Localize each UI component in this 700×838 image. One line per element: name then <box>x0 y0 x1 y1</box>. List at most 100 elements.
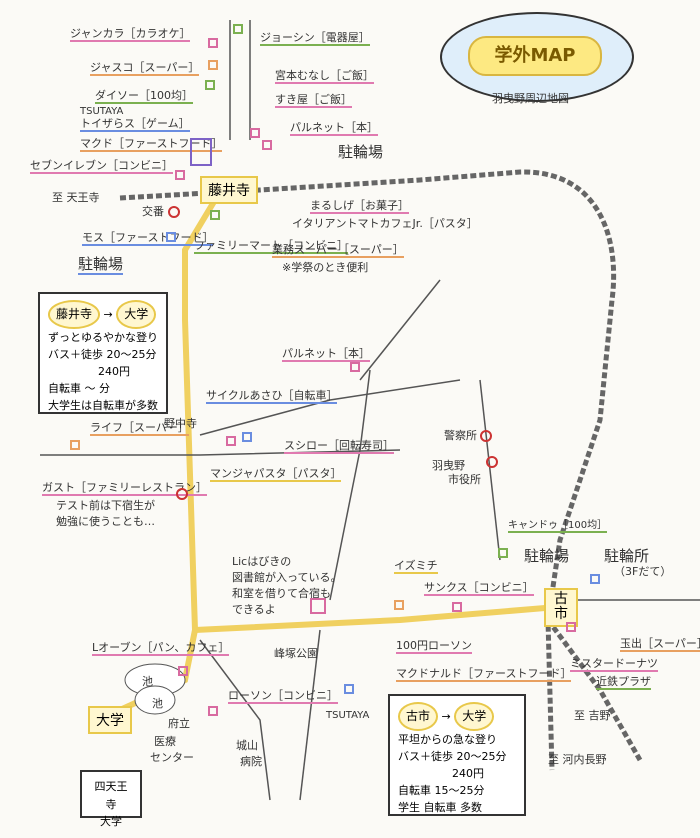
road-7 <box>199 639 271 801</box>
label-to-kawachinagano: 至 河内長野 <box>548 753 607 766</box>
label-tamade: 玉出［スーパー］ <box>620 637 700 653</box>
pin-toysrus[interactable] <box>190 138 212 166</box>
pin-tamade[interactable] <box>566 622 576 632</box>
info-furuichi-line5: 学生 自転車 多数 <box>398 800 482 814</box>
label-miyamoto: 宮本むなし［ご飯］ <box>275 69 374 85</box>
station-fujiidera[interactable]: 藤井寺 <box>200 176 258 204</box>
label-mine-park: 峰塚公園 <box>274 647 318 660</box>
info-fujiidera-line4: 自転車 〜 分 <box>48 381 110 395</box>
label-sushiro: スシロー［回転寿司］ <box>284 439 394 455</box>
pin-sukiya[interactable] <box>250 128 260 138</box>
pin-daiso[interactable] <box>205 80 215 90</box>
label-mcdonald: マクドナルド［ファーストフード］ <box>396 667 572 683</box>
info-fujiidera-line5: 大学生は自転車が多数 <box>48 398 158 412</box>
label-hospital3: センター <box>150 751 194 764</box>
label-candle: キャンドゥ［100均］ <box>508 520 608 533</box>
label-hospital2: 医療 <box>154 735 176 748</box>
info-furuichi-line1: 平坦からの急な登り <box>398 732 497 746</box>
label-jasco: ジャスコ［スーパー］ <box>90 61 200 77</box>
pin-izumichi[interactable] <box>394 600 404 610</box>
label-shiroyama1: 城山 <box>236 739 258 752</box>
cityhall-icon <box>486 456 498 468</box>
pin-familymart[interactable] <box>210 210 220 220</box>
shitennoji-box: 四天王寺 大学 <box>80 770 142 828</box>
label-pond1: 池 <box>142 675 153 688</box>
label-shitennoji2: 大学 <box>100 815 122 829</box>
label-lic4: できるよ <box>232 603 276 616</box>
pin-palnet1[interactable] <box>262 140 272 150</box>
railway-top <box>119 169 617 771</box>
gusto-icon <box>176 488 188 500</box>
label-pond2: 池 <box>152 697 163 710</box>
label-koban: 交番 <box>142 205 164 218</box>
info-fujiidera-to: 大学 <box>116 300 157 329</box>
label-cityhall2: 市役所 <box>448 473 481 486</box>
label-palnet1: パルネット［本］ <box>290 121 378 137</box>
label-marushige: まるしげ［お菓子］ <box>310 199 409 215</box>
info-furuichi-from: 古市 <box>398 702 439 731</box>
label-lawson: ローソン［コンビニ］ <box>228 689 338 705</box>
label-to-yoshino: 至 吉野 <box>574 709 611 722</box>
road-8 <box>359 279 441 381</box>
label-tsutaya2: TSUTAYA <box>326 710 370 721</box>
label-gyomu: 業務スーパー［スーパー］ <box>272 243 404 259</box>
label-parking2: 駐輪場 <box>78 255 124 275</box>
pin-cycle[interactable] <box>242 432 252 442</box>
label-life: ライフ［スーパー］ <box>90 421 189 437</box>
label-shiroyama2: 病院 <box>240 755 262 768</box>
pin-loven[interactable] <box>178 666 188 676</box>
label-gusto-note1: テスト前は下宿生が <box>56 499 155 512</box>
pin-candle[interactable] <box>498 548 508 558</box>
pin-palnet2[interactable] <box>350 362 360 372</box>
pin-joshin[interactable] <box>233 24 243 34</box>
info-box-fujiidera: 藤井寺 → 大学 ずっとゆるやかな登り バス＋徒歩 20〜25分 240円 自転… <box>38 292 168 414</box>
label-parking1: 駐輪場 <box>338 143 384 161</box>
pin-life[interactable] <box>70 440 80 450</box>
info-furuichi-line2: バス＋徒歩 20〜25分 <box>398 749 507 763</box>
university-marker[interactable]: 大学 <box>88 706 132 734</box>
label-parking4: 駐輪所 <box>604 547 650 565</box>
info-fujiidera-line3: 240円 <box>98 364 130 378</box>
pin-parking4[interactable] <box>590 574 600 584</box>
label-police: 警察所 <box>444 429 477 442</box>
police-icon <box>480 430 492 442</box>
road-10 <box>299 629 321 801</box>
pin-sunkus[interactable] <box>452 602 462 612</box>
road-6 <box>479 379 501 561</box>
pin-sushiro[interactable] <box>226 436 236 446</box>
label-sukiya: すき屋［ご飯］ <box>275 93 352 109</box>
info-fujiidera-from: 藤井寺 <box>48 300 101 329</box>
pin-jankara[interactable] <box>208 38 218 48</box>
pin-lic[interactable] <box>310 598 326 614</box>
label-izumichi: イズミチ <box>394 559 438 575</box>
label-cycle: サイクルあさひ［自転車］ <box>206 389 338 405</box>
label-loven: Lオーブン［パン、カフェ］ <box>92 641 230 657</box>
label-toysrus: トイザらス［ゲーム］ <box>80 117 190 133</box>
station-furuichi[interactable]: 古市 <box>544 588 578 627</box>
road-3 <box>40 449 401 456</box>
label-tsutaya: TSUTAYA <box>80 106 124 117</box>
label-parking3: 駐輪場 <box>524 547 570 565</box>
label-familymart: ファミリーマート［コンビニ］ <box>194 239 348 255</box>
road-5 <box>329 369 371 601</box>
label-lic3: 和室を借りて合宿も <box>232 587 331 600</box>
info-box-furuichi: 古市 → 大学 平坦からの急な登り バス＋徒歩 20〜25分 240円 自転車 … <box>388 694 526 816</box>
info-furuichi-line3: 240円 <box>452 766 484 780</box>
label-lic2: 図書館が入っている。 <box>232 571 342 584</box>
pin-lawson[interactable] <box>208 706 218 716</box>
label-shitennoji1: 四天王寺 <box>94 780 128 811</box>
label-parking4-note: （3Fだて） <box>614 565 672 578</box>
pin-tsutaya2[interactable] <box>344 684 354 694</box>
label-daiso: ダイソー［100均］ <box>95 89 193 105</box>
label-misdo: ミスタードーナツ <box>570 657 658 673</box>
info-fujiidera-line2: バス＋徒歩 20〜25分 <box>48 347 157 361</box>
pin-jasco[interactable] <box>208 60 218 70</box>
map-title: 学外MAP <box>468 36 602 76</box>
label-to-tennoji: 至 天王寺 <box>52 191 100 204</box>
label-gusto-note2: 勉強に使うことも… <box>56 515 155 528</box>
pin-seven[interactable] <box>175 170 185 180</box>
pin-mos[interactable] <box>166 232 176 242</box>
road-4 <box>199 379 461 436</box>
label-mos: モス［ファーストフード］ <box>82 231 214 247</box>
